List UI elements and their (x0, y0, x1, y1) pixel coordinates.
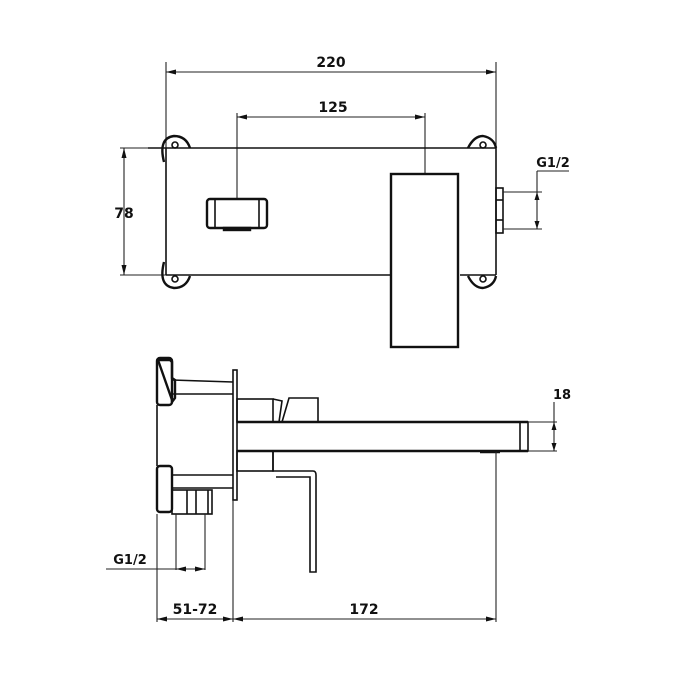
mounting-lug-bottom-right (466, 275, 498, 290)
dimension-depth-projection: 51-72 172 (156, 452, 497, 622)
dimension-spout-height: 18 (528, 388, 571, 452)
connection-front: G1/2 (495, 156, 570, 234)
front-view: 220 125 78 (114, 55, 570, 349)
side-view: 18 G1/2 51-72 172 (106, 356, 571, 622)
label-spout-projection: 172 (349, 602, 378, 618)
dimension-connection-side: G1/2 (106, 514, 206, 572)
label-wall-depth-range: 51-72 (173, 602, 218, 618)
mounting-lug-top-right (466, 134, 498, 149)
cover-plate (148, 134, 498, 290)
wall-plate-side (232, 369, 238, 501)
mounting-lug-top-left (161, 134, 192, 163)
mounting-lug-bottom-left (161, 261, 192, 290)
handle-front (389, 172, 460, 349)
label-centre-distance: 125 (318, 100, 347, 116)
label-spout-height: 18 (553, 388, 571, 403)
spout-side (237, 420, 529, 454)
handle-side (236, 397, 319, 573)
label-connection-thread-side: G1/2 (113, 553, 147, 568)
spout-outlet-front (205, 197, 269, 232)
label-overall-width: 220 (316, 55, 345, 71)
dimension-overall-width: 220 (165, 55, 497, 148)
valve-body (155, 356, 234, 515)
dimension-plate-height: 78 (114, 147, 166, 276)
dimension-centre-distance: 125 (236, 100, 426, 199)
label-plate-height: 78 (114, 206, 133, 222)
label-connection-thread-front: G1/2 (536, 156, 570, 171)
